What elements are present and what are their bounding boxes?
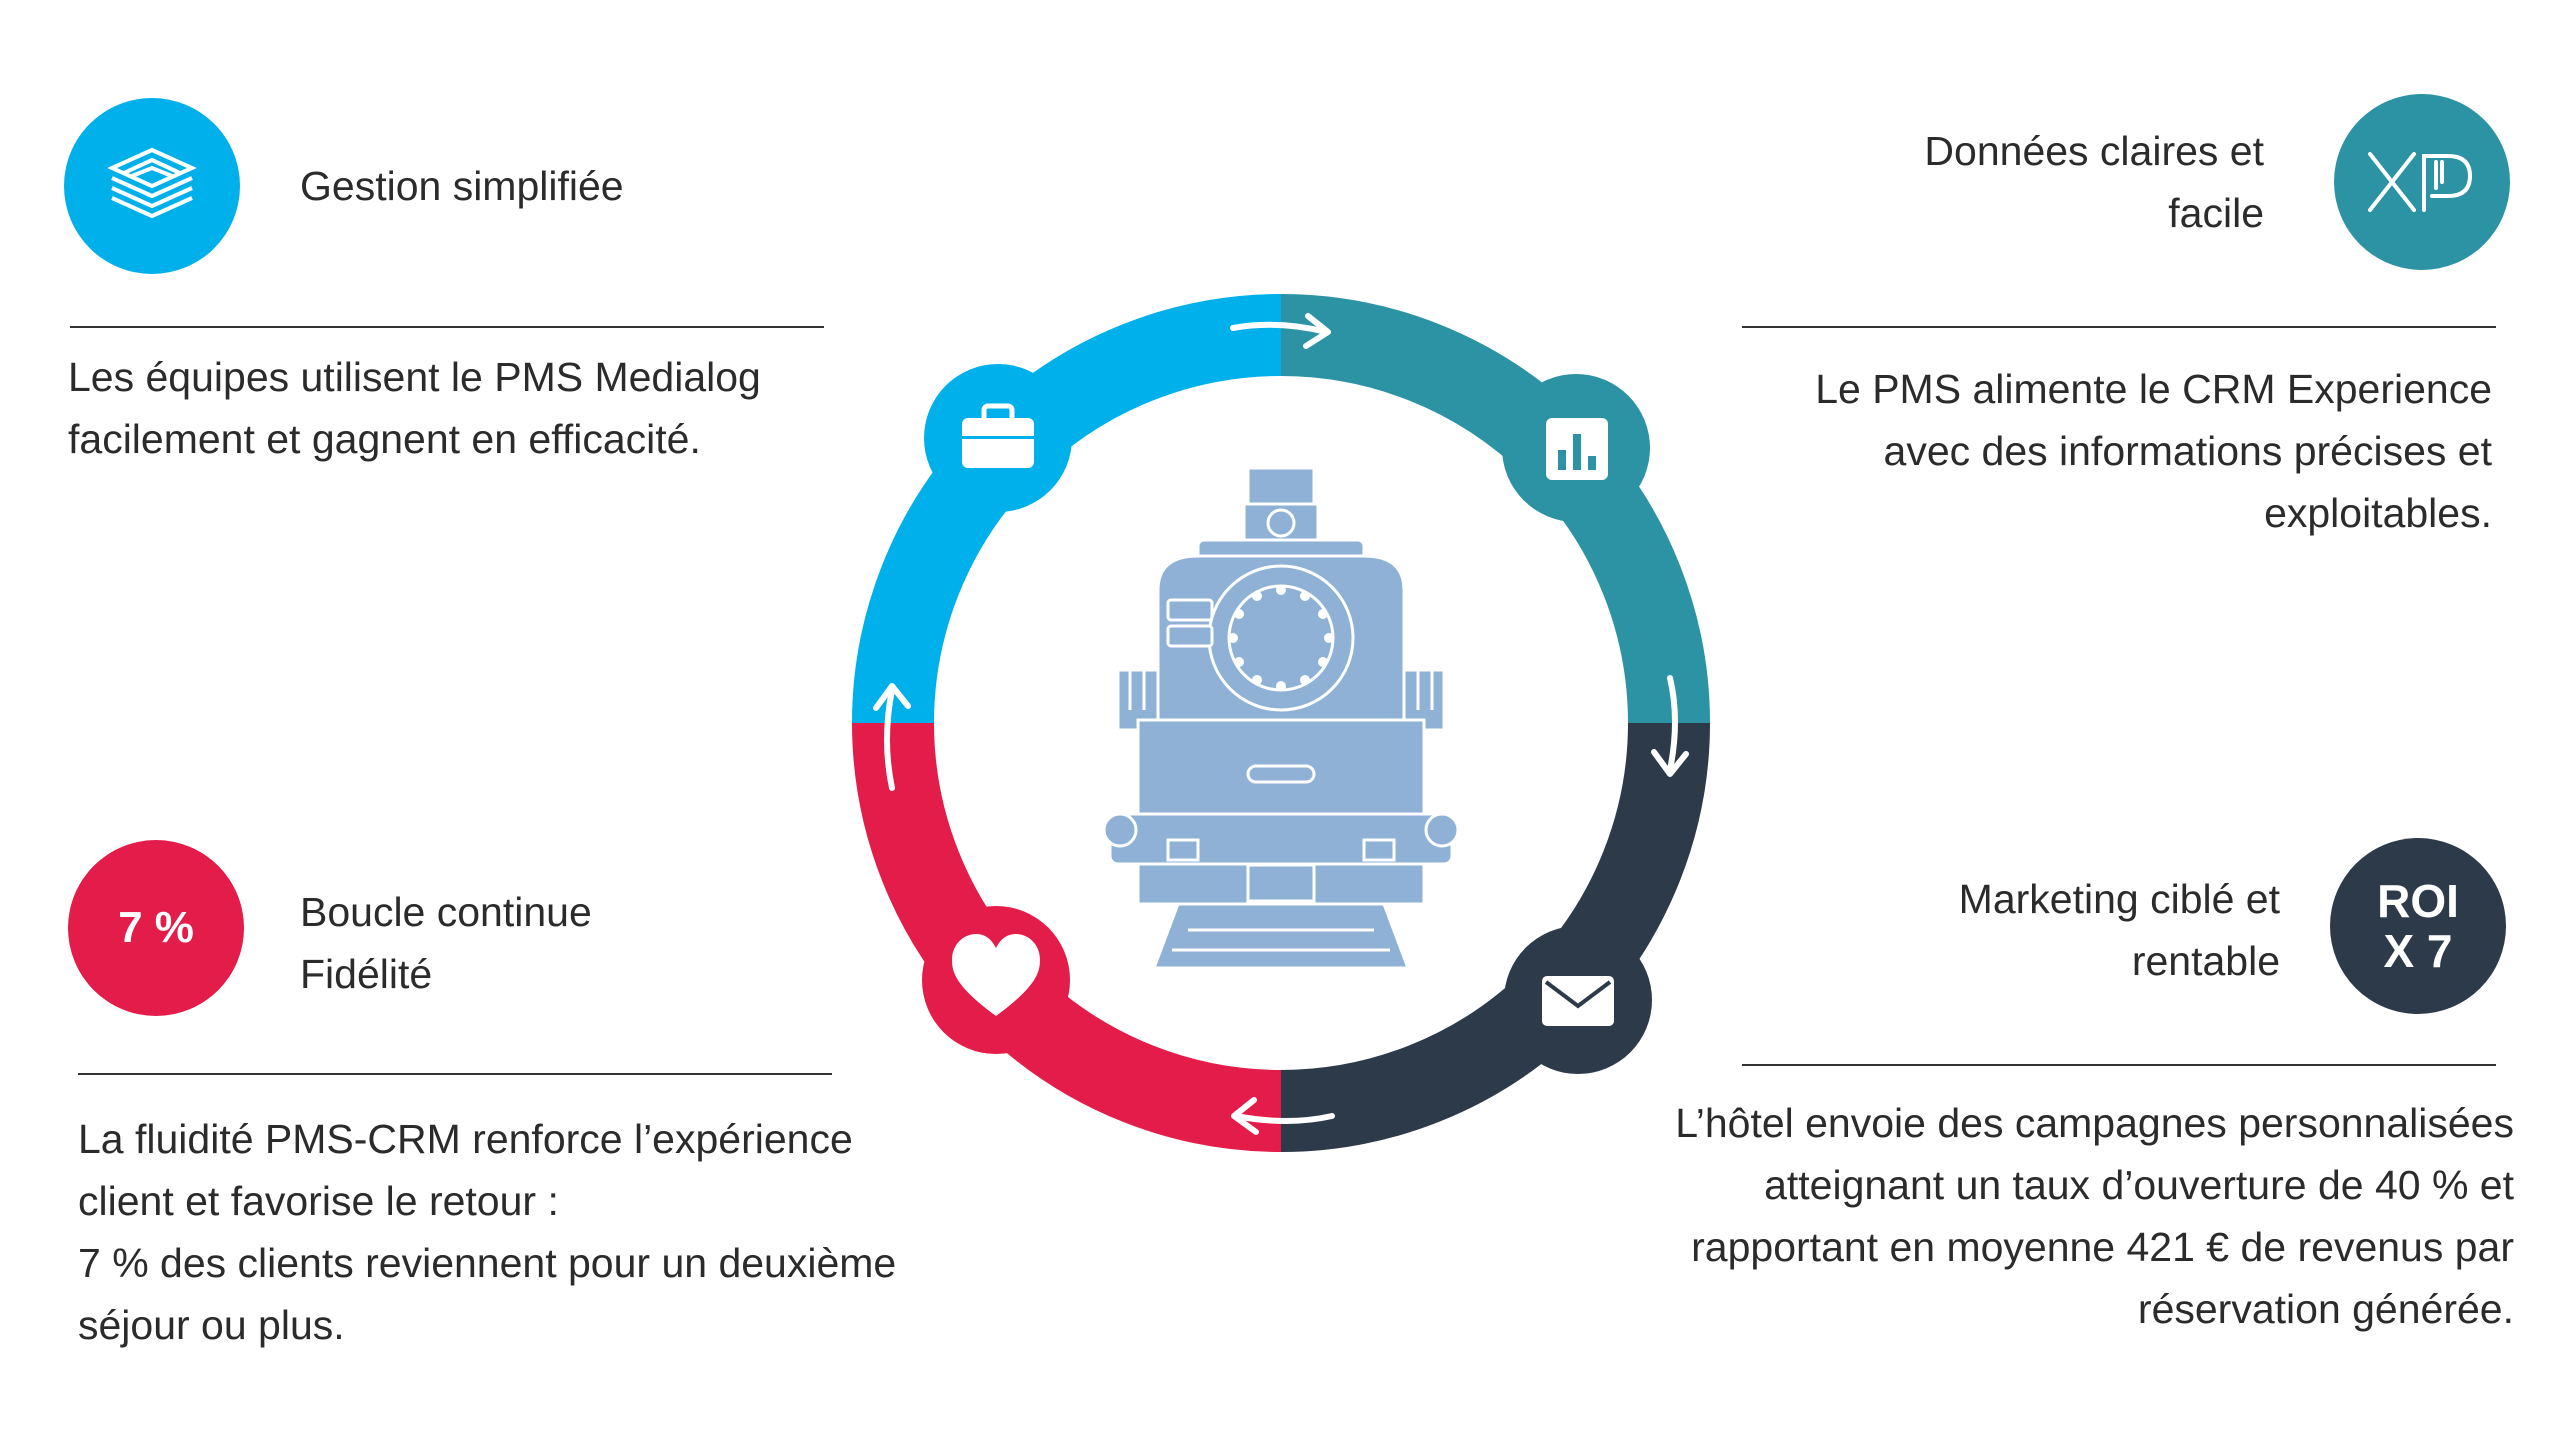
body-line: facilement et gagnent en efficacité. [68,416,701,462]
xp-logo-icon [2368,152,2473,212]
body-line: La fluidité PMS-CRM renforce l’expérienc… [78,1116,853,1162]
bottom-right-badge: ROI X 7 [2330,838,2506,1014]
top-right-divider [1742,326,2496,328]
body-line: exploitables. [2264,490,2492,536]
heart-icon [952,934,1040,1016]
bottom-right-title: Marketing ciblé et rentable [1959,868,2280,992]
briefcase-node [924,364,1072,512]
body-line: avec des informations précises et [1883,428,2492,474]
top-right-body: Le PMS alimente le CRM Experience avec d… [1815,358,2492,544]
body-line: rapportant en moyenne 421 € de revenus p… [1691,1224,2514,1270]
bottom-left-title: Boucle continue Fidélité [300,881,592,1005]
arrow-up-icon [873,683,911,791]
body-line: L’hôtel envoie des campagnes personnalis… [1675,1100,2514,1146]
locomotive-icon [1102,466,1460,970]
top-left-divider [70,326,824,328]
chart-node [1502,374,1650,522]
top-left-badge [64,98,240,274]
envelope-icon [1542,976,1614,1026]
top-right-badge [2334,94,2510,270]
heart-node [922,906,1070,1054]
bottom-left-badge: 7 % [68,840,244,1016]
bottom-left-divider [78,1073,832,1075]
bottom-right-divider [1742,1064,2496,1066]
cycle-diagram [852,294,1710,1152]
bottom-left-body: La fluidité PMS-CRM renforce l’expérienc… [78,1108,896,1356]
top-left-title: Gestion simplifiée [300,163,624,209]
body-line: client et favorise le retour : [78,1178,559,1224]
body-line: atteignant un taux d’ouverture de 40 % e… [1764,1162,2514,1208]
title-line: rentable [2131,938,2280,984]
body-line: Les équipes utilisent le PMS Medialog [68,354,761,400]
arrow-right-icon [1230,313,1331,349]
top-left-body: Les équipes utilisent le PMS Medialog fa… [68,346,761,470]
roi-label: ROI [2377,875,2459,927]
title-line: Données claires et [1924,128,2264,174]
arrow-down-icon [1651,675,1689,777]
body-line: séjour ou plus. [78,1302,345,1348]
title-line: facile [2168,190,2264,236]
arrow-left-icon [1231,1097,1335,1135]
title-line: Marketing ciblé et [1958,876,2280,922]
body-line: réservation générée. [2137,1286,2514,1332]
bottom-right-body: L’hôtel envoie des campagnes personnalis… [1675,1092,2514,1340]
title-line: Fidélité [300,951,433,997]
bar-chart-icon [1546,418,1608,480]
layers-logo-icon [107,147,197,219]
envelope-node [1504,926,1652,1074]
roi-value: X 7 [2383,925,2453,977]
top-right-title: Données claires et facile [1924,120,2264,244]
briefcase-icon [962,403,1034,468]
body-line: 7 % des clients reviennent pour un deuxi… [78,1240,897,1286]
title-line: Boucle continue [300,889,592,935]
body-line: Le PMS alimente le CRM Experience [1815,366,2492,412]
fidelity-rate: 7 % [118,903,194,952]
